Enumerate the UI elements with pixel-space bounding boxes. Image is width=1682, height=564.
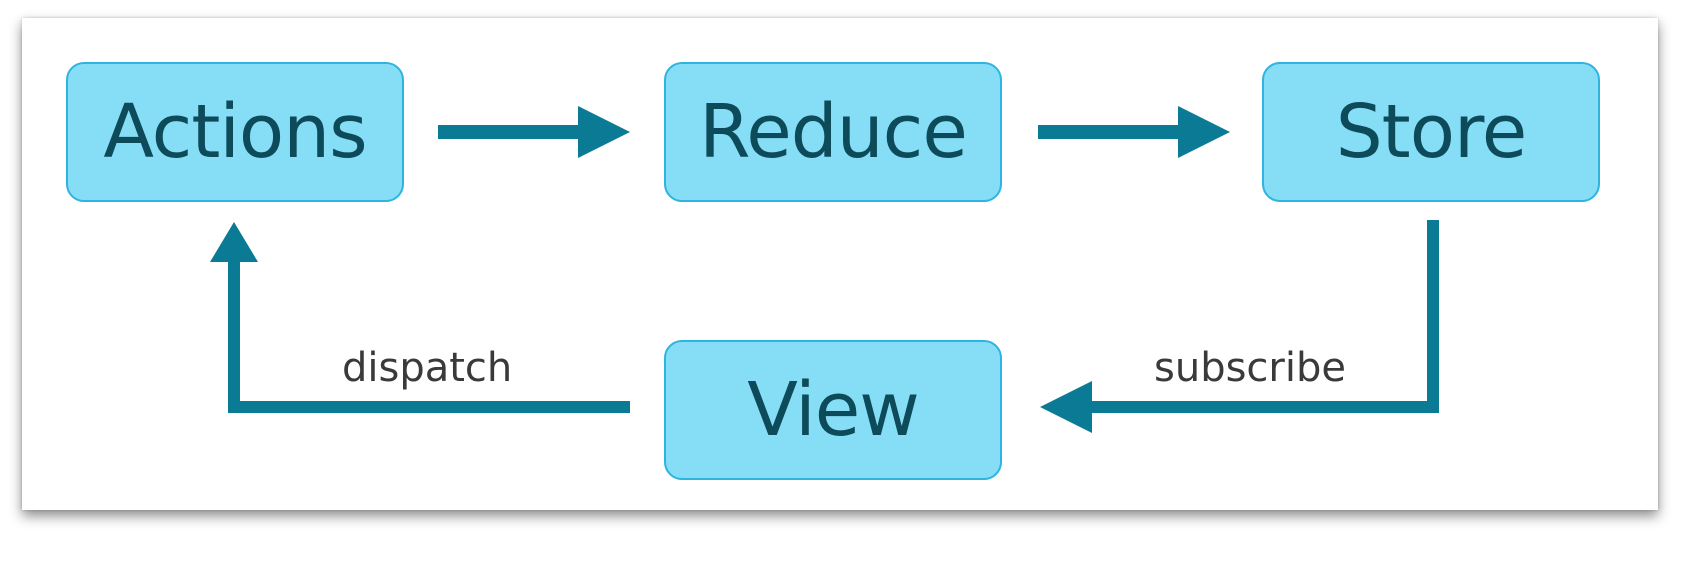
- arrow-view-to-actions: [210, 222, 630, 413]
- node-reduce: Reduce: [664, 62, 1002, 202]
- arrow-actions-to-reduce: [438, 106, 630, 158]
- node-reduce-label: Reduce: [699, 89, 968, 175]
- node-view-label: View: [747, 367, 920, 453]
- node-actions: Actions: [66, 62, 404, 202]
- node-view: View: [664, 340, 1002, 480]
- node-actions-label: Actions: [103, 89, 367, 175]
- arrow-store-to-view: [1040, 220, 1439, 433]
- node-store: Store: [1262, 62, 1600, 202]
- edge-label-subscribe: subscribe: [1154, 345, 1346, 391]
- node-store-label: Store: [1335, 89, 1528, 175]
- edge-label-dispatch: dispatch: [342, 345, 513, 391]
- arrow-reduce-to-store: [1038, 106, 1230, 158]
